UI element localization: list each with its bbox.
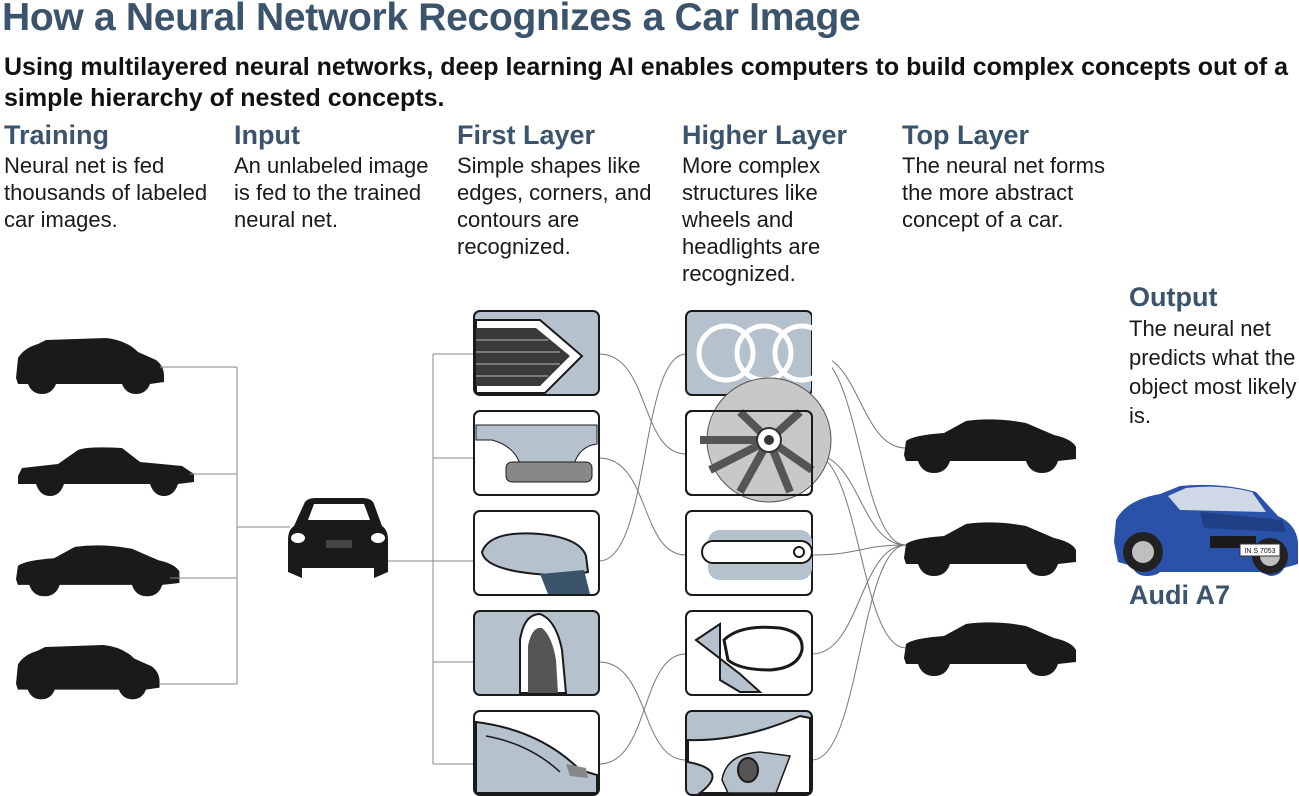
column-output: Output The neural net predicts what the … xyxy=(1129,280,1299,430)
input-connector xyxy=(388,353,474,765)
license-plate-text: IN S 7053 xyxy=(1244,548,1275,555)
training-car-1 xyxy=(16,338,164,394)
page-title: How a Neural Network Recognizes a Car Im… xyxy=(2,0,861,39)
higher-layer-tile-side-mirror xyxy=(685,610,813,696)
top-layer-car-2 xyxy=(904,522,1076,576)
top-layer-car-1 xyxy=(904,419,1076,473)
first-layer-tile-corner xyxy=(473,410,600,496)
training-text: Neural net is fed thousands of labeled c… xyxy=(4,153,208,232)
column-higher-layer: Higher Layer More complex structures lik… xyxy=(682,118,882,287)
column-training: Training Neural net is fed thousands of … xyxy=(4,118,219,233)
first-layer-tile-edges xyxy=(473,310,600,396)
higher-layer-heading: Higher Layer xyxy=(682,120,848,150)
input-text: An unlabeled image is fed to the trained… xyxy=(234,153,429,232)
higher-layer-tile-rings xyxy=(685,310,832,396)
output-text: The neural net predicts what the object … xyxy=(1129,316,1297,428)
output-heading: Output xyxy=(1129,282,1218,312)
prediction-label: Audi A7 xyxy=(1129,580,1230,610)
first-layer-tile-fender xyxy=(473,610,600,696)
higher-layer-tile-wheel xyxy=(685,377,832,503)
column-first-layer: First Layer Simple shapes like edges, co… xyxy=(457,118,657,260)
input-heading: Input xyxy=(234,120,300,150)
training-connector xyxy=(160,366,290,685)
layer-connections xyxy=(598,353,907,765)
higher-layer-tile-headlight xyxy=(685,710,813,796)
higher-layer-tile-handle xyxy=(685,510,813,596)
column-input: Input An unlabeled image is fed to the t… xyxy=(234,118,434,233)
output-car-image: IN S 7053 xyxy=(1114,484,1298,576)
page-subtitle: Using multilayered neural networks, deep… xyxy=(4,53,1289,112)
training-car-2 xyxy=(18,447,194,496)
column-top-layer: Top Layer The neural net forms the more … xyxy=(902,118,1112,233)
training-heading: Training xyxy=(4,120,110,150)
top-layer-car-3 xyxy=(904,622,1076,676)
top-layer-text: The neural net forms the more abstract c… xyxy=(902,153,1105,232)
first-layer-tile-mirror xyxy=(473,510,600,596)
first-layer-text: Simple shapes like edges, corners, and c… xyxy=(457,153,652,259)
higher-layer-text: More complex structures like wheels and … xyxy=(682,153,821,286)
input-car-front xyxy=(288,498,388,578)
first-layer-heading: First Layer xyxy=(457,120,596,150)
training-car-3 xyxy=(16,545,180,597)
top-layer-heading: Top Layer xyxy=(902,120,1030,150)
first-layer-tile-windshield xyxy=(473,710,600,796)
training-car-4 xyxy=(16,645,160,700)
